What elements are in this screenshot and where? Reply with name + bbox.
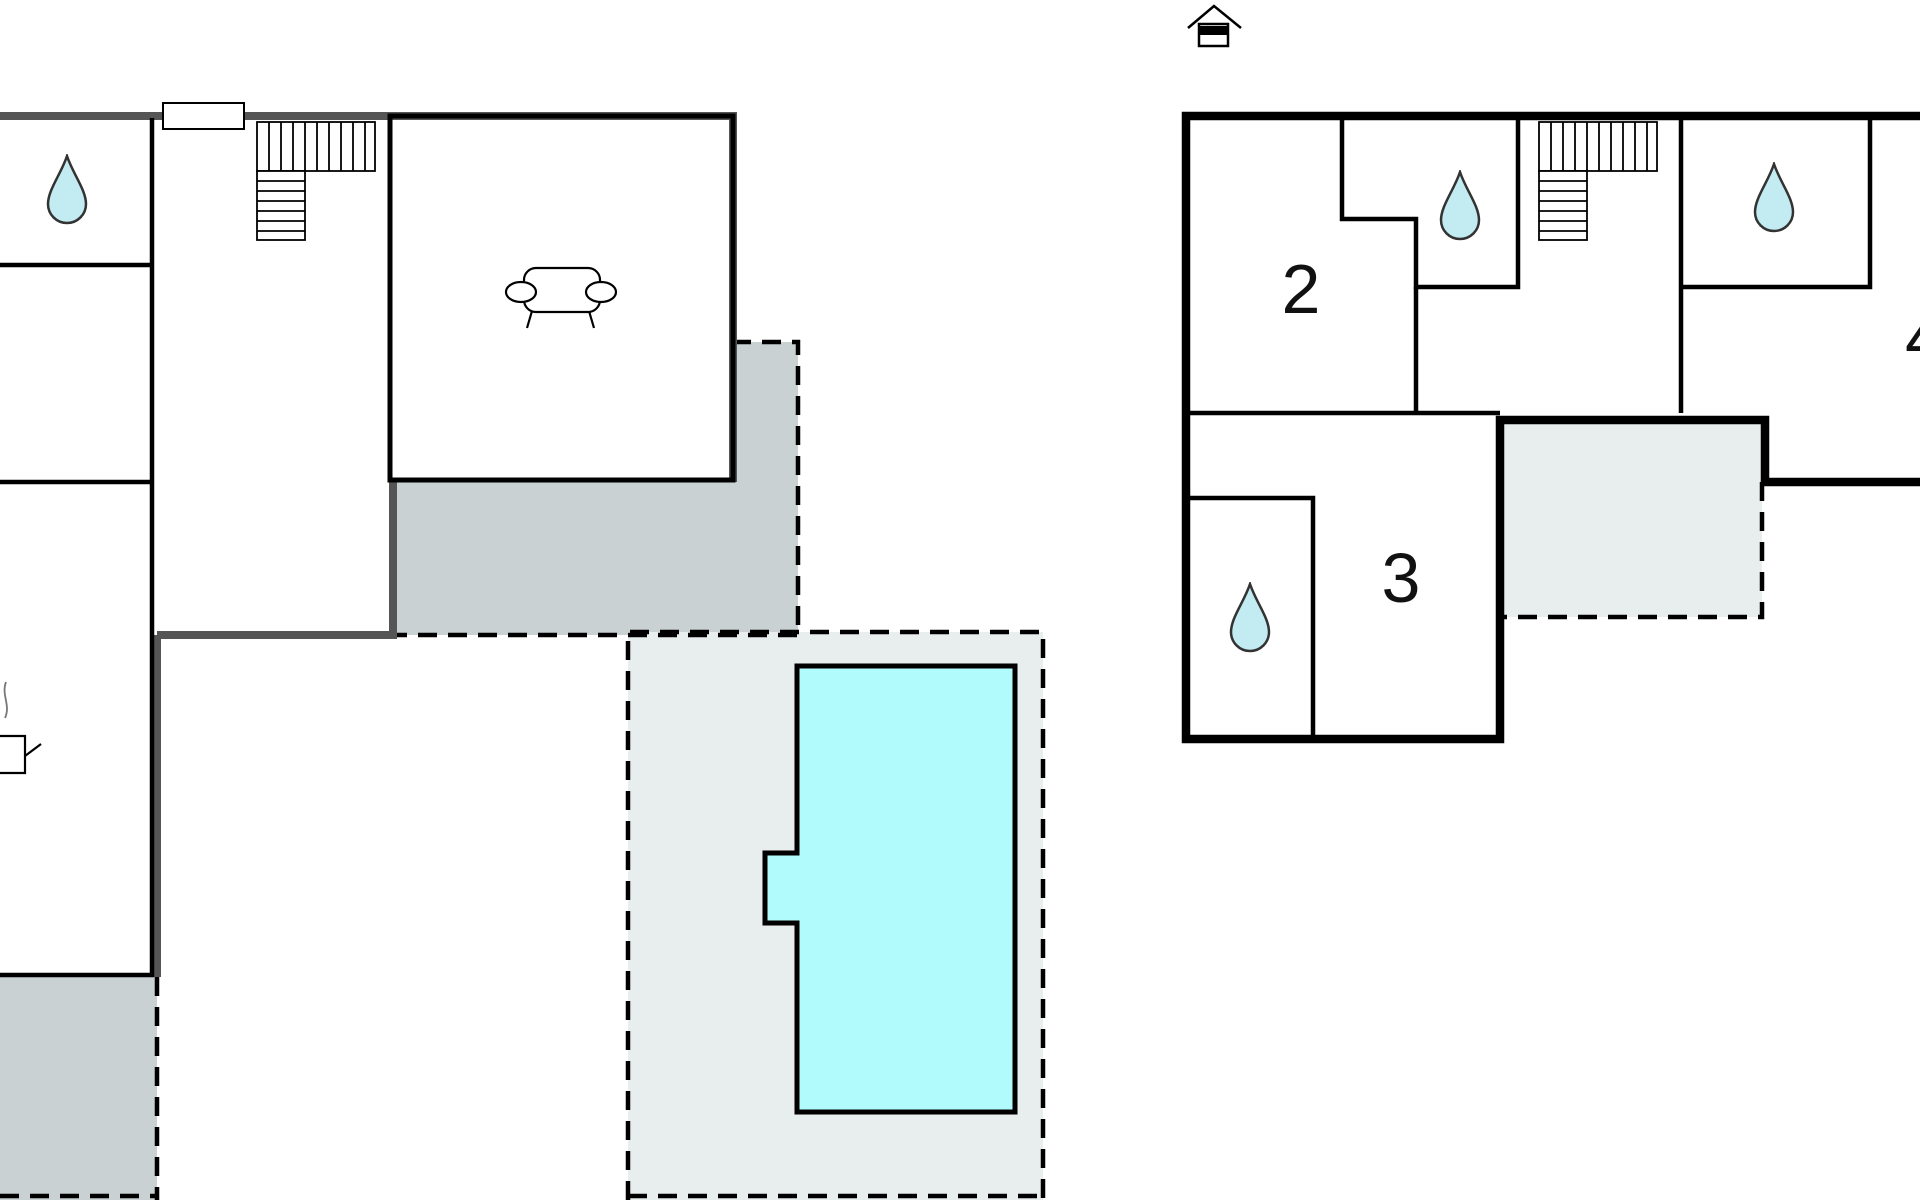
living-room bbox=[387, 113, 736, 483]
house-icon bbox=[1187, 4, 1242, 48]
terrace-south-west bbox=[0, 977, 157, 1200]
upper-terrace-outline bbox=[1504, 482, 1765, 620]
upper-interior-walls bbox=[1189, 118, 1873, 737]
interior-walls bbox=[0, 118, 393, 978]
upper-exterior-wall bbox=[1181, 111, 1920, 744]
upper-terrace bbox=[1504, 423, 1762, 617]
sofa-icon bbox=[504, 266, 618, 329]
room-label-2: 2 bbox=[1282, 250, 1321, 328]
stairs-icon bbox=[1538, 121, 1658, 241]
water-drop-icon bbox=[1439, 170, 1481, 241]
water-drop-icon bbox=[1229, 582, 1271, 653]
ground-floor-plan bbox=[0, 102, 1046, 1200]
window-icon bbox=[162, 102, 245, 130]
room-label-4: 4 bbox=[1905, 299, 1920, 377]
stairs-icon bbox=[256, 121, 376, 241]
terrace-north-east bbox=[393, 342, 798, 635]
upper-floor-plan: 2 3 4 bbox=[1181, 4, 1920, 744]
swimming-pool bbox=[762, 663, 1018, 1115]
coffee-pot-icon bbox=[0, 681, 42, 775]
water-drop-icon bbox=[1753, 162, 1795, 233]
water-drop-icon bbox=[46, 154, 88, 225]
room-label-3: 3 bbox=[1382, 539, 1421, 617]
